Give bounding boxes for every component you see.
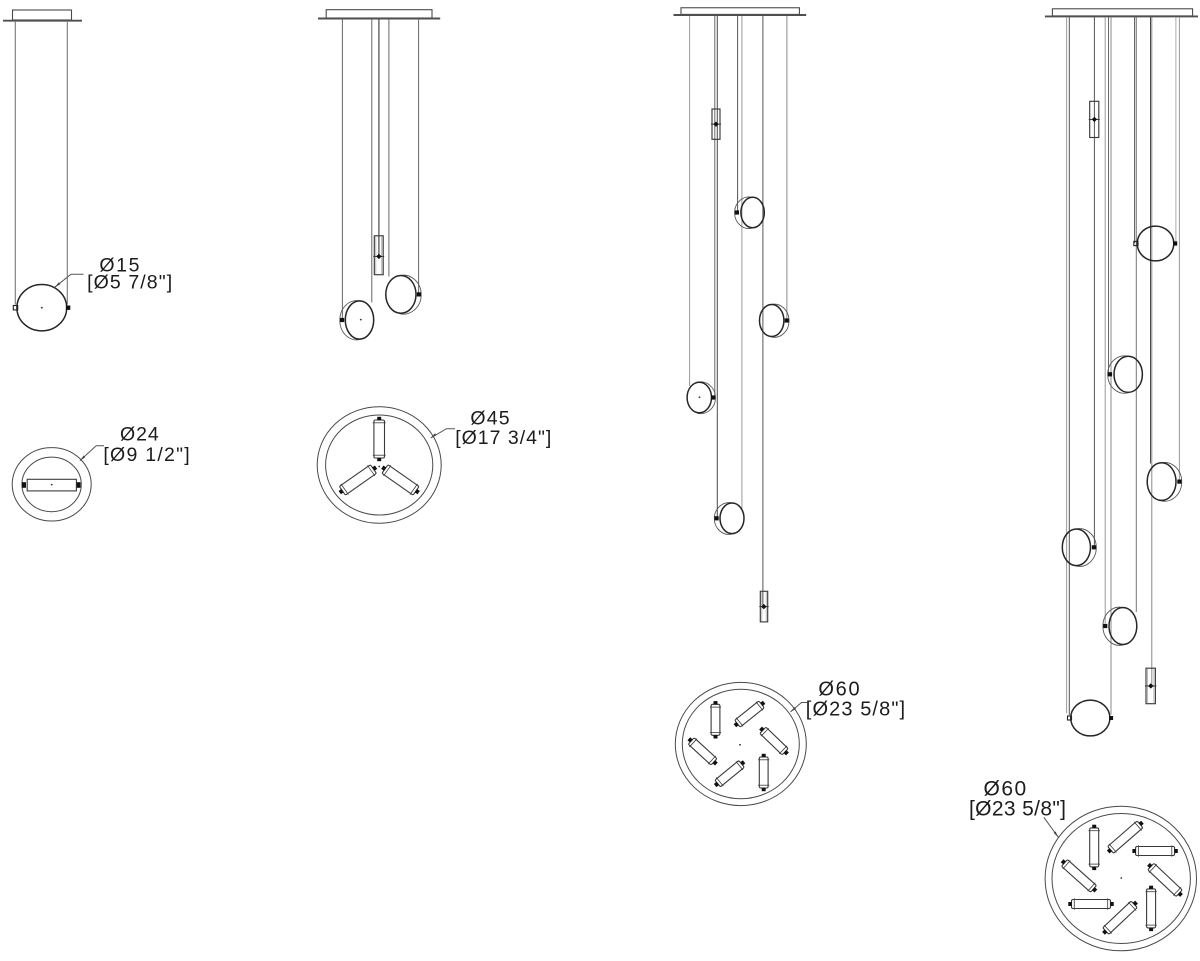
svg-text:[Ø23 5/8"]: [Ø23 5/8"]	[806, 698, 906, 720]
svg-text:[Ø5 7/8"]: [Ø5 7/8"]	[87, 272, 173, 294]
svg-text:Ø15: Ø15	[99, 255, 141, 277]
svg-text:Ø45: Ø45	[470, 408, 510, 430]
svg-text:[Ø23 5/8"]: [Ø23 5/8"]	[969, 798, 1066, 821]
svg-text:Ø60: Ø60	[818, 678, 861, 700]
svg-text:[Ø17 3/4"]: [Ø17 3/4"]	[455, 427, 552, 449]
svg-text:Ø24: Ø24	[120, 423, 160, 445]
svg-text:Ø60: Ø60	[984, 778, 1028, 801]
svg-text:[Ø9 1/2"]: [Ø9 1/2"]	[103, 444, 191, 466]
